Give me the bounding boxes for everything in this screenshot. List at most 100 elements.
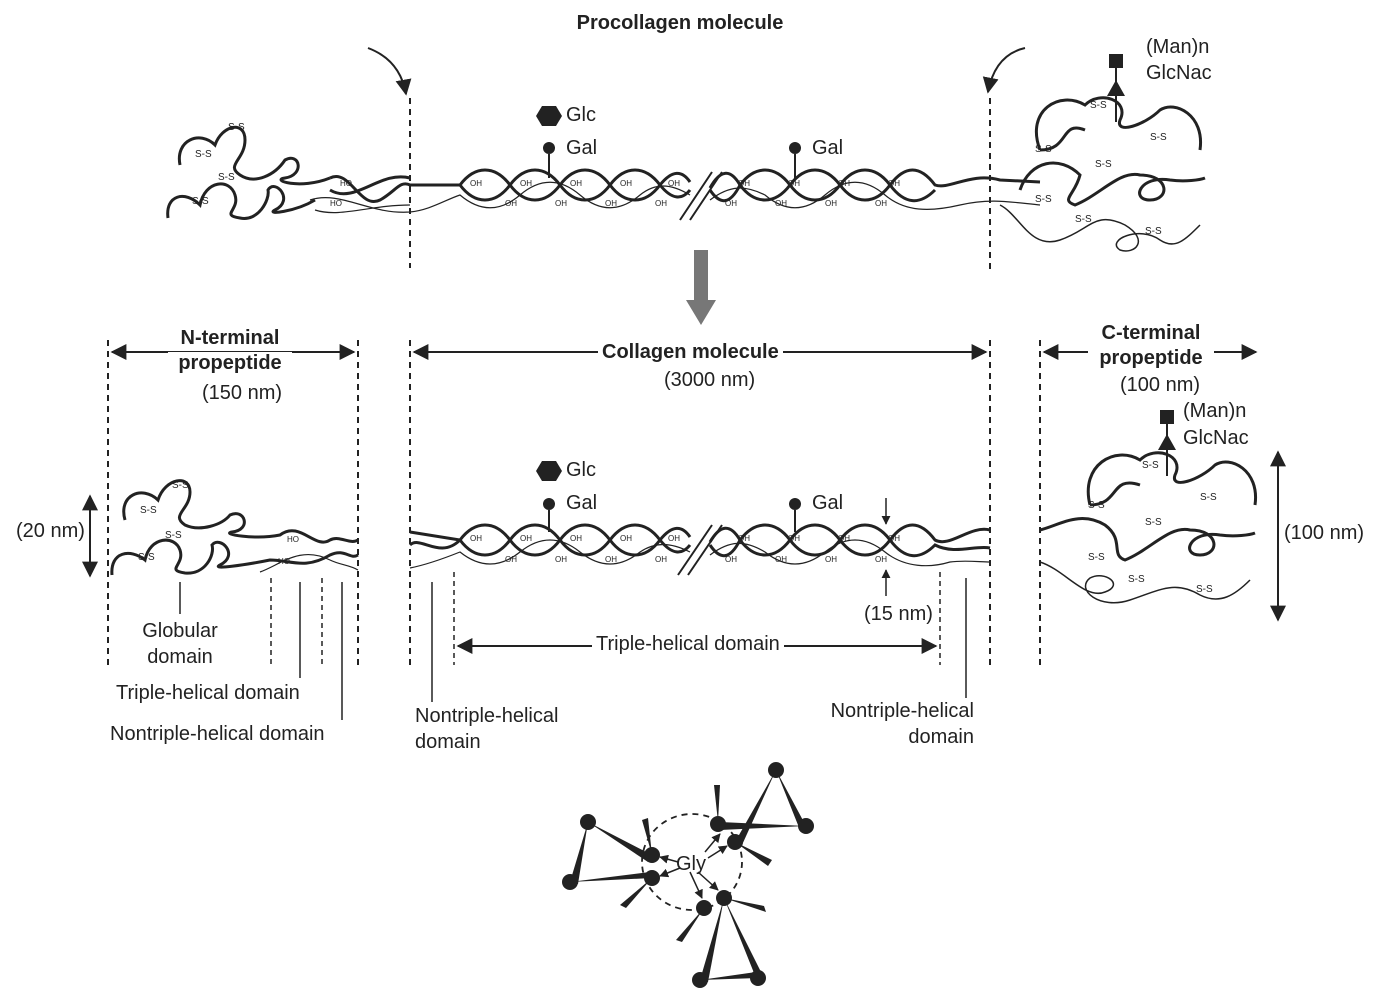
top-ss-2: S-S xyxy=(195,149,212,160)
gal-circle-icon xyxy=(543,142,555,154)
c-terminal-title-2: propeptide xyxy=(1088,347,1214,370)
top-oh-labels: OH OH OH OH OH OH OH OH OH OH OH OH OH O… xyxy=(330,179,900,208)
gly-structure xyxy=(562,762,814,988)
top-ss-4: S-S xyxy=(192,196,209,207)
svg-text:OH: OH xyxy=(555,199,567,208)
c-ss-6: S-S xyxy=(1200,492,1217,503)
top-ss-1: S-S xyxy=(228,122,245,133)
svg-text:OH: OH xyxy=(738,179,750,188)
svg-text:OH: OH xyxy=(605,199,617,208)
n-propeptide xyxy=(110,479,359,576)
top-man-label: (Man)n xyxy=(1146,36,1210,58)
nontriple-center-label-1: Nontriple-helical xyxy=(415,705,559,727)
middle-oh-labels: OH OH OH OH OH OH OH OH OH OH OH OH OH O… xyxy=(470,534,900,564)
curved-arrow-left xyxy=(367,47,412,96)
svg-text:HO: HO xyxy=(330,199,342,208)
top-c-ss-5: S-S xyxy=(1145,226,1162,237)
top-c-ss-1: S-S xyxy=(1090,100,1107,111)
glc-hexagon-icon xyxy=(536,106,562,126)
break-mark-top-1 xyxy=(679,171,713,221)
svg-text:OH: OH xyxy=(620,534,632,543)
nontriple-center-label-2: domain xyxy=(415,731,481,753)
svg-text:OH: OH xyxy=(825,555,837,564)
svg-text:OH: OH xyxy=(655,199,667,208)
c-ss-1: S-S xyxy=(1142,460,1159,471)
middle-glcnac-label: GlcNac xyxy=(1183,427,1249,449)
middle-gal-left-label: Gal xyxy=(566,492,598,514)
svg-text:OH: OH xyxy=(555,555,567,564)
svg-text:OH: OH xyxy=(875,555,887,564)
triple-helical-center-label: Triple-helical domain xyxy=(592,633,784,656)
break-mark-middle-2 xyxy=(687,524,723,576)
curved-arrow-right xyxy=(982,47,1026,94)
top-glc-label: Glc xyxy=(566,104,596,126)
page-title: Procollagen molecule xyxy=(576,12,784,34)
top-c-ss-2: S-S xyxy=(1035,144,1052,155)
c-ss-4: S-S xyxy=(1088,552,1105,563)
c-ss-3: S-S xyxy=(1145,517,1162,528)
collagen-size: (3000 nm) xyxy=(664,369,756,391)
svg-text:OH: OH xyxy=(775,555,787,564)
globular-label-1: Globular xyxy=(142,620,218,642)
transition-arrow-icon xyxy=(686,250,716,325)
svg-text:HO: HO xyxy=(340,179,352,188)
middle-triple-helix xyxy=(408,523,991,569)
globular-label-2: domain xyxy=(147,646,213,668)
svg-text:OH: OH xyxy=(668,534,680,543)
svg-text:OH: OH xyxy=(655,555,667,564)
svg-text:OH: OH xyxy=(470,534,482,543)
n-terminal-title-1: N-terminal xyxy=(168,327,292,350)
width-helix-label: (15 nm) xyxy=(864,603,933,625)
n-ss-4: S-S xyxy=(138,552,155,563)
top-gal-left-label: Gal xyxy=(566,137,598,159)
c-ss-5: S-S xyxy=(1196,584,1213,595)
top-c-thin-chain xyxy=(999,204,1201,252)
svg-text:OH: OH xyxy=(725,555,737,564)
svg-text:OH: OH xyxy=(605,555,617,564)
svg-text:OH: OH xyxy=(888,534,900,543)
top-c-ss-4: S-S xyxy=(1035,194,1052,205)
triple-helical-left-label: Triple-helical domain xyxy=(116,682,300,704)
svg-text:OH: OH xyxy=(570,534,582,543)
svg-text:OH: OH xyxy=(620,179,632,188)
top-c-ss-7: S-S xyxy=(1075,214,1092,225)
height-left-label: (20 nm) xyxy=(16,520,85,542)
svg-text:OH: OH xyxy=(788,534,800,543)
man-square-icon xyxy=(1160,410,1174,424)
man-square-icon xyxy=(1109,54,1123,68)
gal-circle-icon xyxy=(789,142,801,154)
n-ho-2: HO xyxy=(278,557,290,566)
svg-text:OH: OH xyxy=(520,534,532,543)
svg-text:OH: OH xyxy=(788,179,800,188)
glc-hexagon-icon xyxy=(536,461,562,481)
svg-text:OH: OH xyxy=(505,199,517,208)
break-mark-top-2 xyxy=(689,171,723,221)
svg-text:OH: OH xyxy=(505,555,517,564)
n-ho-1: HO xyxy=(287,535,299,544)
middle-glc-label: Glc xyxy=(566,459,596,481)
middle-man-label: (Man)n xyxy=(1183,400,1247,422)
gly-label: Gly xyxy=(676,853,706,875)
glcnac-triangle-icon xyxy=(1158,434,1176,450)
c-propeptide-thin-chain xyxy=(1039,561,1251,604)
height-right-label: (100 nm) xyxy=(1284,522,1365,544)
nontriple-right-label-2: domain xyxy=(908,726,974,748)
n-propeptide-thin-chain xyxy=(259,554,359,573)
svg-text:OH: OH xyxy=(838,179,850,188)
svg-text:OH: OH xyxy=(875,199,887,208)
collagen-title: Collagen molecule xyxy=(598,341,783,364)
c-ss-2: S-S xyxy=(1088,500,1105,511)
svg-text:OH: OH xyxy=(668,179,680,188)
c-terminal-title-1: C-terminal xyxy=(1088,322,1214,345)
glcnac-triangle-icon xyxy=(1107,80,1125,96)
n-terminal-size: (150 nm) xyxy=(202,382,283,404)
svg-text:OH: OH xyxy=(888,179,900,188)
nontriple-left-label: Nontriple-helical domain xyxy=(110,723,325,745)
c-propeptide xyxy=(1039,451,1257,562)
top-c-globular xyxy=(1018,96,1206,207)
svg-text:OH: OH xyxy=(570,179,582,188)
nontriple-right-label-1: Nontriple-helical xyxy=(830,700,974,722)
top-n-globular xyxy=(166,125,331,220)
